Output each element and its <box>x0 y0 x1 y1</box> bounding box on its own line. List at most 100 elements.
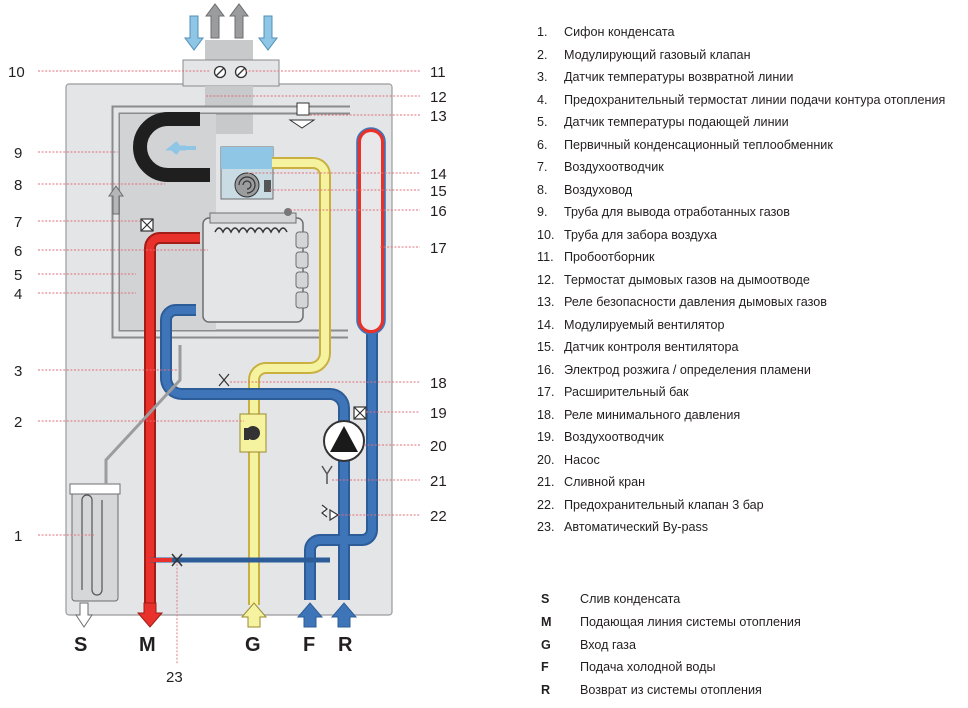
legend-number: 1. <box>537 25 548 39</box>
legend-number: 4. <box>537 92 548 107</box>
callout-22: 22 <box>430 508 447 525</box>
legend-number: 9. <box>537 205 548 219</box>
legend-text: Датчик температуры подающей линии <box>564 115 789 129</box>
legend-item: 22. Предохранительный клапан 3 бар <box>537 497 963 513</box>
legend-text: Воздухоотводчик <box>564 160 664 174</box>
legend-text: Труба для забора воздуха <box>564 227 717 242</box>
legend-text: Сливной кран <box>564 475 646 489</box>
legend-number: 10. <box>537 227 555 242</box>
legend-item: 7. Воздухоотводчик <box>537 159 963 175</box>
legend-item: 11. Пробоотборник <box>537 249 963 265</box>
connection-text: Слив конденсата <box>580 592 681 606</box>
cold-water-inlet-arrow <box>296 602 324 628</box>
legend-number: 6. <box>537 137 548 152</box>
legend-item: 4. Предохранительный термостат линии пода… <box>537 92 963 108</box>
label-G: G <box>245 634 261 656</box>
legend-number: 12. <box>537 272 555 287</box>
safety-valve <box>321 504 340 522</box>
connection-text: Подающая линия системы отопления <box>580 614 801 629</box>
legend-item: 6. Первичный конденсационный теплообменни… <box>537 137 963 153</box>
legend-item: 18.Реле минимального давления <box>537 407 963 423</box>
drain-cock <box>321 465 333 484</box>
legend-number: 7. <box>537 160 548 174</box>
legend-text: Воздуховод <box>564 182 633 197</box>
legend-number: 17. <box>537 385 555 399</box>
connection-item: F Подача холодной воды <box>541 660 801 683</box>
legend-item: 20.Насос <box>537 452 963 468</box>
legend-number: 3. <box>537 70 548 84</box>
legend-item: 10. Труба для забора воздуха <box>537 227 963 243</box>
callout-21: 21 <box>430 473 447 490</box>
legend-item: 23.Автоматический By-pass <box>537 519 963 535</box>
legend-number: 11. <box>537 250 554 264</box>
label-S: S <box>74 634 87 656</box>
callout-13: 13 <box>430 108 447 125</box>
legend-number: 15. <box>537 340 555 354</box>
legend-item: 1.Сифон конденсата <box>537 24 963 40</box>
sampling-plugs <box>213 65 248 79</box>
callout-2: 2 <box>14 414 22 431</box>
legend-item: 14. Модулируемый вентилятор <box>537 317 963 333</box>
legend-number: 13. <box>537 295 555 309</box>
legend-text: Модулируемый вентилятор <box>564 317 725 332</box>
callout-12: 12 <box>430 89 447 106</box>
legend-item: 5. Датчик температуры подающей линии <box>537 114 963 130</box>
legend-text: Предохранительный термостат линии подачи… <box>564 92 946 107</box>
legend-text: Первичный конденсационный теплообменник <box>564 137 833 152</box>
legend-item: 2.Модулирующий газовый клапан <box>537 47 963 63</box>
connection-code: S <box>541 592 550 606</box>
callout-9: 9 <box>14 145 22 162</box>
legend-text: Предохранительный клапан 3 бар <box>564 497 764 512</box>
heat-exchanger <box>202 217 304 323</box>
callout-7: 7 <box>14 214 22 231</box>
component-legend: 1.Сифон конденсата 2.Модулирующий газовый… <box>537 24 963 542</box>
legend-text: Термостат дымовых газов на дымоотводе <box>564 272 810 287</box>
callout-19: 19 <box>430 405 447 422</box>
legend-number: 5. <box>537 115 548 129</box>
callout-8: 8 <box>14 177 22 194</box>
legend-item: 9. Труба для вывода отработанных газов <box>537 204 963 220</box>
callout-11: 11 <box>430 64 446 81</box>
legend-number: 14. <box>537 317 555 332</box>
flue-exhaust-arrows <box>205 3 249 39</box>
callout-14: 14 <box>430 166 447 183</box>
callout-20: 20 <box>430 438 447 455</box>
legend-number: 16. <box>537 362 555 377</box>
callout-1: 1 <box>14 528 22 545</box>
callout-6: 6 <box>14 243 22 260</box>
legend-text: Реле минимального давления <box>564 407 741 422</box>
legend-text: Пробоотборник <box>564 250 655 264</box>
legend-number: 20. <box>537 452 555 467</box>
callout-10: 10 <box>8 64 25 81</box>
callout-23: 23 <box>166 669 183 686</box>
fan-sensor <box>264 180 271 192</box>
legend-text: Труба для вывода отработанных газов <box>564 205 790 219</box>
connection-text: Подача холодной воды <box>580 660 716 675</box>
supply-outlet-arrow <box>136 602 164 628</box>
flue-duct-top <box>205 40 253 62</box>
flue-adapter <box>182 59 280 87</box>
legend-number: 22. <box>537 497 555 512</box>
callout-16: 16 <box>430 203 447 220</box>
legend-item: 8.Воздуховод <box>537 182 963 198</box>
legend-number: 21. <box>537 475 555 489</box>
legend-item: 13.Реле безопасности давления дымовых га… <box>537 294 963 310</box>
condensate-siphon <box>71 486 119 602</box>
callout-4: 4 <box>14 286 22 303</box>
air-duct <box>133 112 210 182</box>
legend-item: 21. Сливной кран <box>537 474 963 490</box>
connection-code: F <box>541 660 549 675</box>
label-R: R <box>338 634 353 656</box>
legend-number: 19. <box>537 430 555 444</box>
exchanger-coil <box>214 227 288 234</box>
condensate-outlet-arrow <box>75 602 93 628</box>
legend-text: Автоматический By-pass <box>564 520 709 534</box>
connection-item: S Слив конденсата <box>541 592 801 615</box>
legend-text: Датчик температуры возвратной линии <box>564 70 794 84</box>
callout-18: 18 <box>430 375 447 392</box>
label-F: F <box>303 634 315 656</box>
